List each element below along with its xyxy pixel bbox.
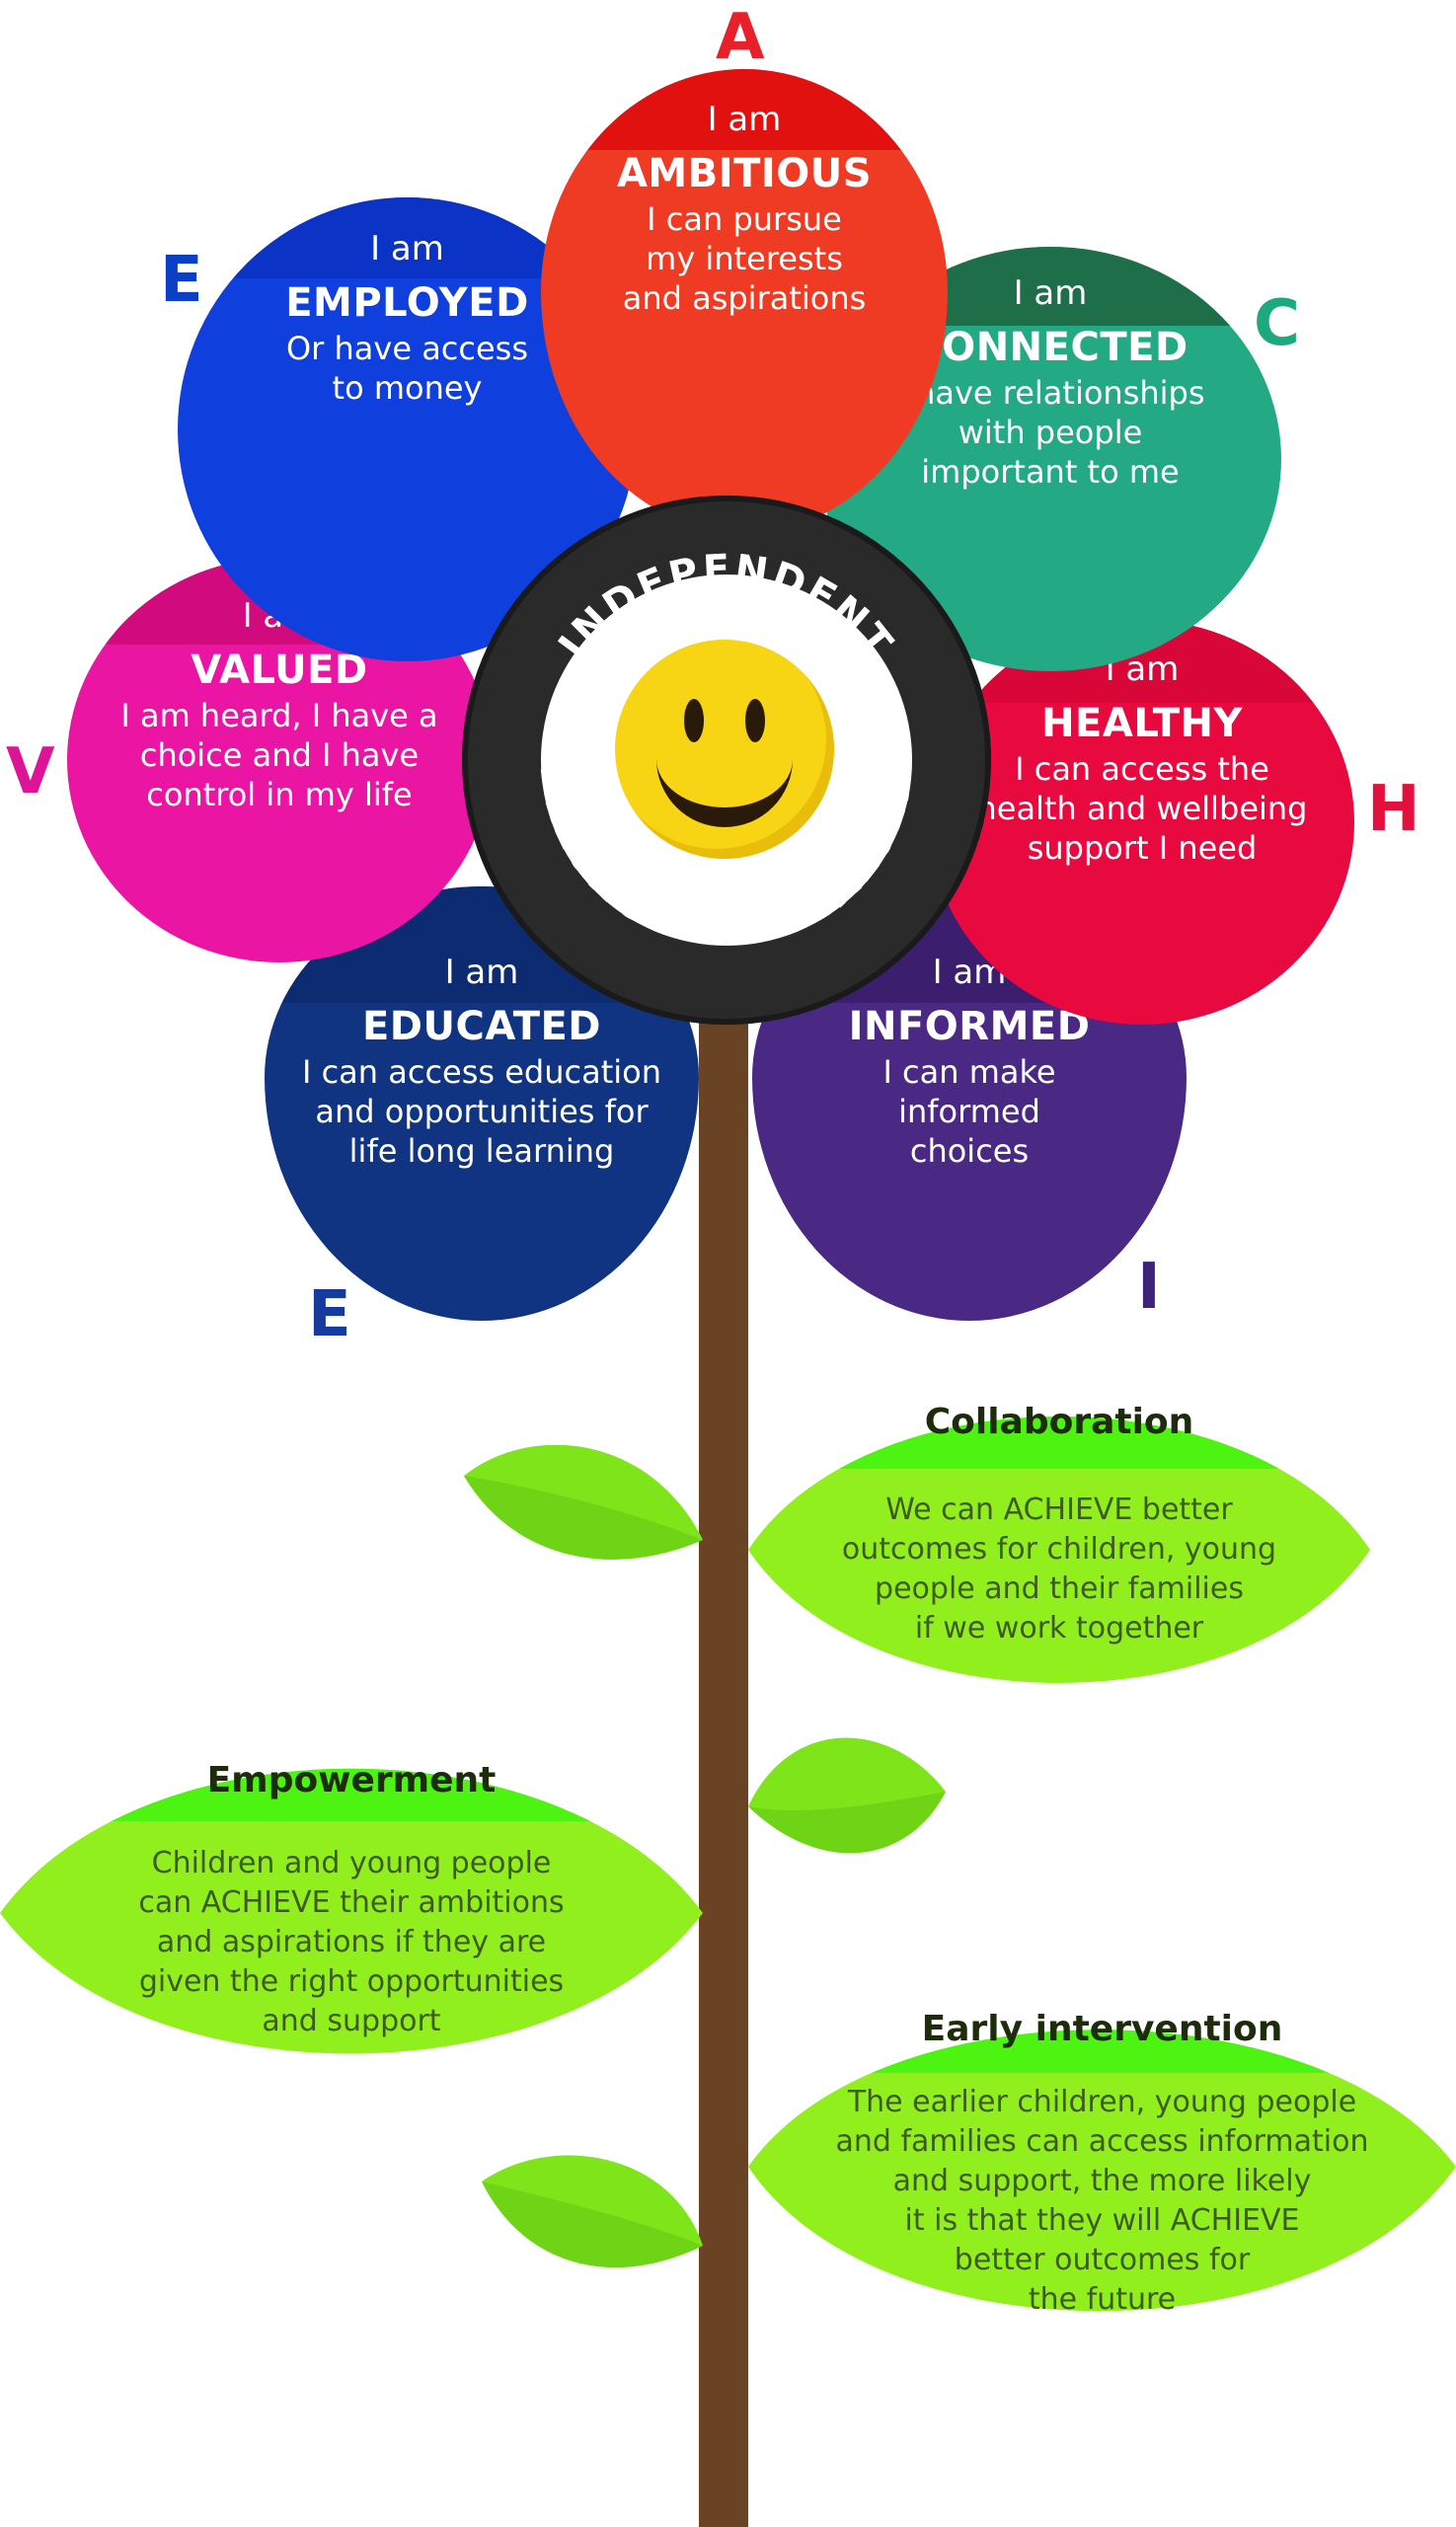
petal-desc-line: I have relationships (895, 374, 1205, 412)
petal-desc: Or have access to money (178, 329, 637, 408)
petal-desc: I can make informed choices (752, 1052, 1187, 1171)
petal-desc-line: choice and I have (139, 736, 420, 774)
leaf-line: outcomes for children, young (841, 1532, 1277, 1567)
petal-desc: I can pursue my interests and aspiration… (541, 199, 948, 318)
petal-desc-line: I can make (882, 1053, 1056, 1091)
leaf-title: Early intervention (921, 2009, 1283, 2049)
flower-stem (699, 1007, 748, 2527)
petal-desc: I am heard, I have a choice and I have c… (67, 696, 492, 814)
leaf-title: Empowerment (206, 1760, 497, 1800)
petal-desc-line: I am heard, I have a (120, 697, 438, 734)
petal-keyword: EDUCATED (361, 1004, 602, 1049)
petal-desc-line: support I need (1027, 829, 1258, 867)
petal-keyword: HEALTHY (1041, 701, 1243, 746)
petal-desc-line: with people (958, 414, 1143, 451)
petal-desc-line: important to me (921, 453, 1180, 491)
petal-keyword: INFORMED (848, 1004, 1091, 1049)
letter-i: I (1137, 1251, 1161, 1324)
petal-desc-line: choices (909, 1132, 1030, 1170)
petal-desc-line: I can pursue (647, 200, 842, 238)
letter-a: A (716, 1, 765, 74)
leaf-line: better outcomes for (954, 2243, 1251, 2277)
petal-desc-line: Or have access (285, 330, 529, 367)
letter-v: V (6, 735, 55, 808)
leaf-line: and families can access information (835, 2124, 1369, 2159)
petal-desc-line: control in my life (146, 776, 413, 813)
leaf-line: given the right opportunities (138, 1964, 565, 1999)
petal-desc-line: I can access education (301, 1053, 662, 1091)
leaf-body: The earlier children, young people and f… (748, 2083, 1456, 2320)
letter-h: H (1367, 773, 1420, 846)
leaf-empowerment: Empowerment Children and young people ca… (0, 1711, 703, 2106)
petal-desc-line: my interests (646, 240, 843, 277)
leaf-body: Children and young people can ACHIEVE th… (0, 1844, 703, 2041)
small-leaf-3-highlight (482, 2182, 703, 2268)
leaf-line: We can ACHIEVE better (885, 1493, 1233, 1527)
petal-iam: I am (707, 100, 782, 139)
letter-e-top: E (160, 244, 203, 317)
petal-keyword: VALUED (191, 648, 368, 693)
letter-c: C (1254, 287, 1300, 360)
petal-desc-line: to money (332, 369, 483, 407)
leaf-line: the future (1028, 2282, 1177, 2317)
leaf-line: Children and young people (151, 1846, 552, 1880)
leaf-line: can ACHIEVE their ambitions (138, 1885, 565, 1920)
petal-desc: I can access the health and wellbeing su… (930, 749, 1354, 868)
petal-iam: I am (444, 953, 519, 992)
leaf-title: Collaboration (924, 1402, 1194, 1442)
petal-desc: I can access education and opportunities… (265, 1052, 699, 1171)
leaf-line: it is that they will ACHIEVE (904, 2203, 1300, 2238)
petal-keyword: CONNECTED (912, 325, 1188, 370)
small-leaf-1-highlight (464, 1476, 703, 1560)
petal-iam: I am (370, 229, 444, 268)
smiley-mouth (656, 719, 793, 827)
petal-desc-line: and opportunities for (315, 1093, 649, 1130)
petal-desc-line: life long learning (348, 1132, 615, 1170)
small-leaf-2-highlight (748, 1792, 946, 1854)
smiley-face-icon (615, 640, 834, 859)
petal-desc-line: I can access the (1015, 750, 1269, 788)
petal-iam: I am (1013, 273, 1088, 313)
leaf-line: The earlier children, young people (847, 2085, 1357, 2119)
leaf-line: if we work together (914, 1611, 1204, 1646)
petal-keyword: EMPLOYED (285, 280, 529, 326)
leaf-line: people and their families (875, 1571, 1244, 1606)
petal-keyword: AMBITIOUS (616, 151, 873, 196)
petal-desc-line: and aspirations (622, 279, 867, 317)
petal-desc: I have relationships with people importa… (819, 373, 1281, 492)
leaf-line: and support, the more likely (892, 2164, 1312, 2198)
petal-desc-line: informed (898, 1093, 1040, 1130)
letter-e-bottom: E (308, 1278, 351, 1351)
leaf-collaboration: Collaboration We can ACHIEVE better outc… (748, 1362, 1370, 1732)
petal-ambitious: I am AMBITIOUS I can pursue my interests… (541, 69, 948, 533)
flower-hub (462, 496, 991, 1025)
leaf-line: and support (262, 2004, 441, 2038)
leaf-line: and aspirations if they are (156, 1925, 547, 1959)
leaf-body: We can ACHIEVE better outcomes for child… (748, 1491, 1370, 1648)
leaf-early-intervention: Early intervention The earlier children,… (748, 1974, 1456, 2369)
petal-healthy: I am HEALTHY I can access the health and… (930, 620, 1354, 1025)
petal-desc-line: health and wellbeing (976, 790, 1308, 827)
